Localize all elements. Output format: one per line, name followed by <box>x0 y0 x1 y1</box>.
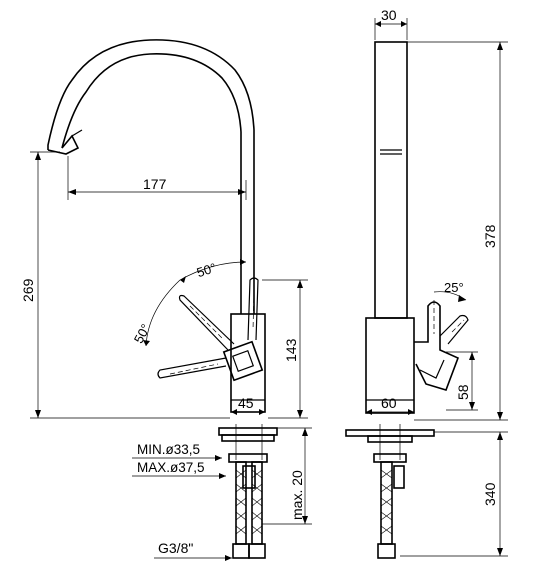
mount-plate <box>221 434 275 442</box>
label-min-hole: MIN.ø33,5 <box>137 442 200 457</box>
side-lever-alt <box>439 314 469 345</box>
side-mount-washer <box>345 429 435 437</box>
spout-column <box>374 41 408 319</box>
dim-label-thickness: max. 20 <box>289 470 305 520</box>
dim-label-lever-height: 58 <box>455 384 471 400</box>
braided-hose-right <box>248 461 266 559</box>
lever-knob <box>222 340 264 382</box>
angle-arc-lower <box>145 279 181 347</box>
dim-label-hose-length: 340 <box>482 482 498 506</box>
label-max-hole: MAX.ø37,5 <box>137 460 205 475</box>
dim-label-height: 269 <box>20 278 36 302</box>
lever-knob-inner <box>231 349 255 373</box>
angle-arc-upper <box>179 261 247 281</box>
front-view: 50° 50° 177 269 143 45 <box>20 39 312 561</box>
lever-position-upper <box>178 294 235 351</box>
spout-inner <box>61 53 242 314</box>
braided-hose-left <box>232 461 250 559</box>
threaded-connector <box>242 465 256 489</box>
side-body <box>365 317 415 414</box>
dim-label-body-height: 143 <box>283 338 299 362</box>
side-mount-nut <box>373 453 407 463</box>
angle-label-upper: 50° <box>195 260 218 280</box>
dim-label-body-width: 45 <box>238 395 254 411</box>
spout-tip <box>47 134 80 155</box>
mount-nut <box>228 453 268 463</box>
angle-label-side: 25° <box>444 280 464 295</box>
dim-label-tap-height: 378 <box>482 224 498 248</box>
dim-label-spout-width: 30 <box>381 7 397 23</box>
mount-washer <box>218 427 278 436</box>
lever-position-vertical <box>247 277 259 341</box>
side-braided-hose <box>377 461 405 559</box>
tip-joint <box>71 129 83 137</box>
spout-outer <box>47 39 255 314</box>
side-lever <box>414 301 460 391</box>
dim-label-reach: 177 <box>143 176 167 192</box>
label-hose-thread: G3/8" <box>158 540 193 556</box>
side-mount-plate <box>367 435 413 443</box>
lever-position-lower <box>157 357 227 379</box>
side-view: 25° 30 378 58 60 <box>345 7 508 559</box>
dim-label-base-width: 60 <box>381 395 397 411</box>
